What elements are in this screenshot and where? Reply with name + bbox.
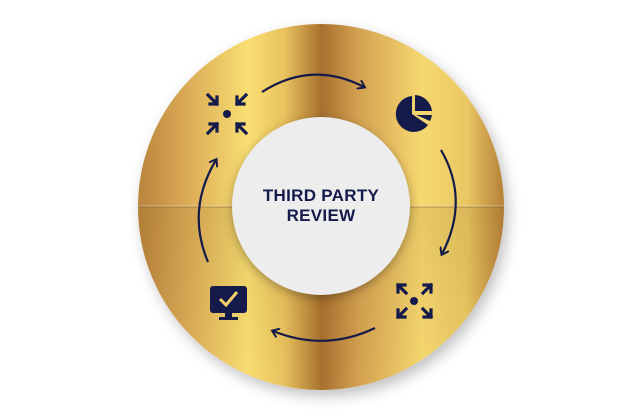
pie-chart-icon [395, 95, 432, 132]
arrow-left [197, 160, 216, 263]
center-title-line2: REVIEW [286, 206, 356, 225]
expand-arrows-icon [395, 282, 434, 320]
monitor-check-icon [210, 286, 247, 320]
arrow-right [441, 149, 457, 254]
center-circle: THIRD PARTY REVIEW [232, 117, 410, 295]
arrow-top [261, 73, 364, 93]
compress-arrows-icon [205, 92, 249, 136]
arrow-bottom [273, 327, 376, 342]
center-title-line1: THIRD PARTY [262, 186, 380, 205]
cycle-ring [138, 24, 504, 390]
